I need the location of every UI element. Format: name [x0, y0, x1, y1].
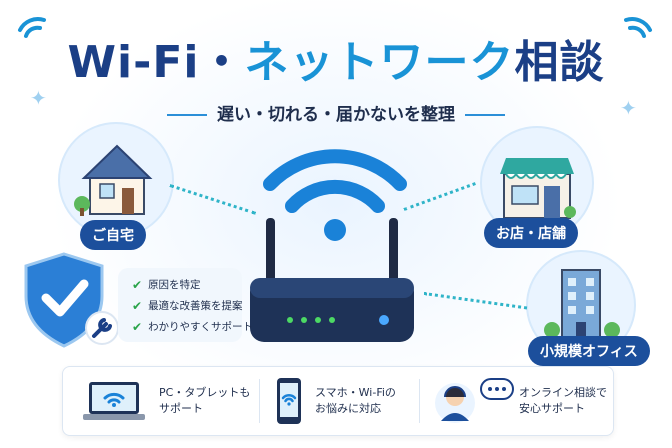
place-label-shop: お店・店舗	[484, 218, 578, 248]
sparkle-icon: ✦	[620, 96, 637, 120]
list-item-label: 最適な改善策を提案	[148, 300, 243, 312]
feature-online-line2: 安心サポート	[519, 402, 585, 415]
shield-check-icon	[24, 252, 119, 348]
divider	[259, 379, 260, 423]
divider	[419, 379, 420, 423]
subtitle-text: 遅い・切れる・届かないを整理	[217, 105, 455, 125]
list-item: ✔ わかりやすくサポート	[132, 316, 253, 337]
wifi-icon	[263, 149, 407, 241]
place-label-home: ご自宅	[80, 220, 146, 250]
subtitle-rule-right	[465, 114, 505, 116]
checklist: ✔ 原因を特定 ✔ 最適な改善策を提案 ✔ わかりやすくサポート	[118, 268, 253, 342]
subtitle-rule-left	[167, 114, 207, 116]
list-item-label: 原因を特定	[148, 279, 201, 291]
feature-pc-line1: PC・タブレットも	[159, 386, 251, 399]
smartphone-icon	[277, 378, 301, 424]
features-strip: PC・タブレットも サポート スマホ・Wi-Fiの お悩みに対応 オンライン相談…	[62, 366, 614, 436]
wifi-icon	[18, 17, 46, 38]
list-item: ✔ 原因を特定	[132, 274, 236, 295]
office-building-icon	[544, 269, 620, 341]
check-icon: ✔	[132, 298, 143, 313]
title-part-3: 相談	[514, 37, 605, 88]
feature-pc-line2: サポート	[159, 402, 203, 415]
feature-online: オンライン相談で 安心サポート	[433, 367, 607, 435]
laptop-icon	[83, 382, 145, 420]
page-title: Wi-Fi・ネットワーク相談	[0, 26, 672, 90]
feature-online-line1: オンライン相談で	[519, 386, 607, 399]
check-icon: ✔	[132, 277, 143, 292]
sparkle-icon: ✦	[30, 86, 47, 110]
store-icon	[500, 158, 576, 219]
feature-smartphone: スマホ・Wi-Fiの お悩みに対応	[275, 367, 396, 435]
router-icon	[250, 218, 414, 342]
title-part-1: Wi-Fi・	[67, 37, 245, 88]
feature-smartphone-line2: お悩みに対応	[315, 402, 381, 415]
list-item: ✔ 最適な改善策を提案	[132, 295, 243, 316]
place-label-office: 小規模オフィス	[528, 336, 650, 366]
home-illustration	[58, 122, 174, 238]
support-agent-icon	[435, 378, 514, 423]
title-part-2: ネットワーク	[244, 37, 515, 88]
check-icon: ✔	[132, 319, 143, 334]
feature-pc: PC・タブレットも サポート	[81, 367, 250, 435]
subtitle: 遅い・切れる・届かないを整理	[0, 100, 672, 125]
list-item-label: わかりやすくサポート	[148, 321, 254, 333]
feature-smartphone-line1: スマホ・Wi-Fiの	[315, 386, 396, 399]
wifi-icon	[624, 17, 652, 38]
house-icon	[74, 144, 153, 216]
